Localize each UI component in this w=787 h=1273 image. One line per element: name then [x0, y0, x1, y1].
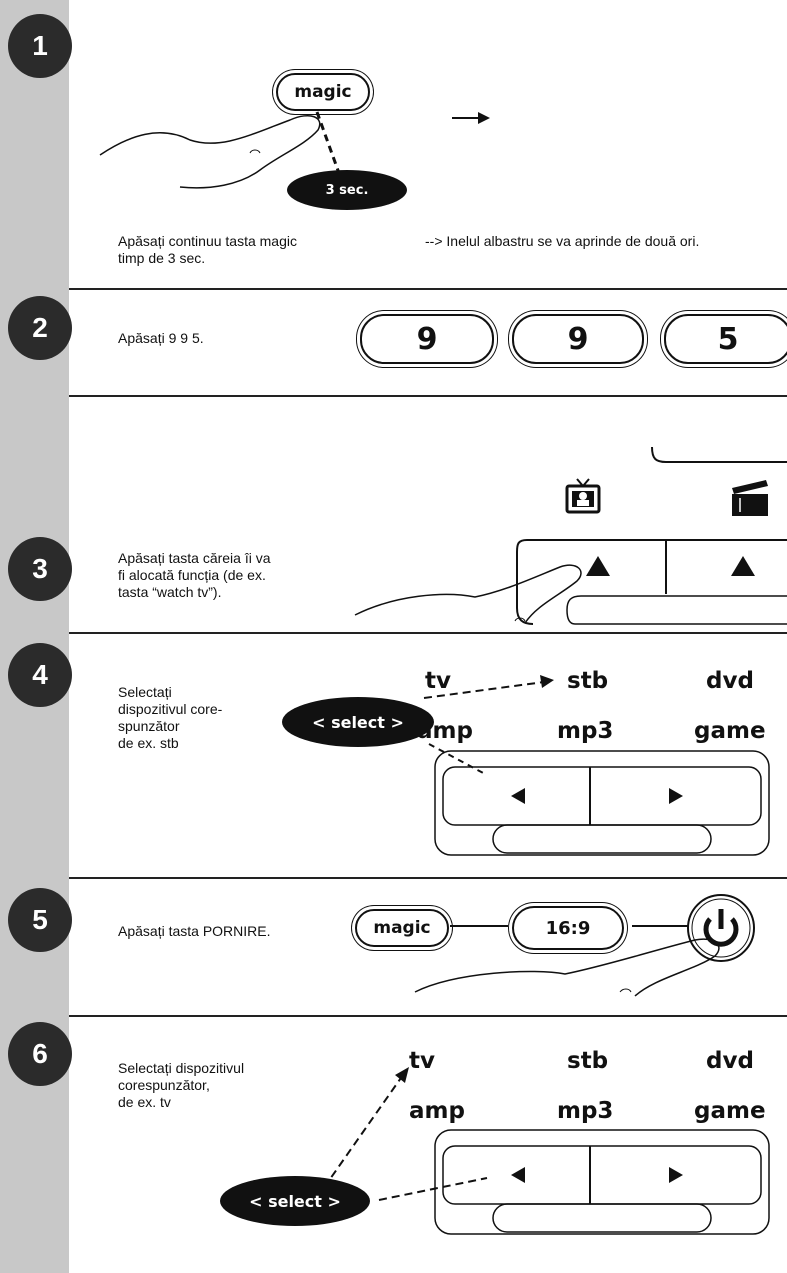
clapperboard-icon: [732, 480, 768, 516]
key-5[interactable]: 5: [664, 314, 787, 364]
device-label-dvd[interactable]: dvd: [706, 1048, 754, 1074]
step-6-number: 6: [8, 1022, 72, 1086]
divider-5: [69, 1015, 787, 1017]
hand-pointer-icon: [99, 115, 321, 189]
step-6-instruction: Selectați dispozitivul corespunzător, de…: [118, 1060, 245, 1110]
step-2-instruction: Apăsați 9 9 5.: [118, 330, 204, 346]
device-label-amp[interactable]: amp: [409, 1098, 465, 1124]
remote-top-edge: [651, 446, 787, 463]
device-label-mp3[interactable]: mp3: [557, 718, 614, 744]
dashed-line-to-key: [378, 1177, 488, 1201]
tv-icon: [565, 478, 601, 514]
aspect-ratio-button[interactable]: 16:9: [512, 906, 624, 950]
divider-4: [69, 877, 787, 879]
step-1-result: --> Inelul albastru se va aprinde de dou…: [425, 233, 700, 249]
dashed-arrow-to-stb: [423, 675, 554, 699]
arrow-right-icon: [452, 112, 490, 124]
device-label-mp3[interactable]: mp3: [557, 1098, 614, 1124]
step-3-instruction: Apăsați tasta căreia îi va fi alocată fu…: [118, 550, 271, 600]
select-badge: < select >: [220, 1176, 370, 1226]
key-9-first[interactable]: 9: [360, 314, 494, 364]
navigation-keys[interactable]: [433, 749, 773, 861]
select-badge: < select >: [282, 697, 434, 747]
device-label-dvd[interactable]: dvd: [706, 668, 754, 694]
device-label-stb[interactable]: stb: [567, 1048, 609, 1074]
step-4-instruction: Selectați dispozitivul core- spunzător d…: [118, 684, 223, 751]
step-3-number: 3: [8, 537, 72, 601]
duration-badge: 3 sec.: [287, 170, 407, 210]
step-1-number: 1: [8, 14, 72, 78]
device-label-stb[interactable]: stb: [567, 668, 609, 694]
hand-pointer-icon: [414, 938, 720, 997]
device-label-tv[interactable]: tv: [409, 1048, 435, 1074]
magic-button[interactable]: magic: [276, 73, 370, 111]
magic-button[interactable]: magic: [355, 909, 449, 947]
device-label-game[interactable]: game: [694, 718, 766, 744]
divider-3: [69, 632, 787, 634]
power-icon[interactable]: [686, 893, 756, 963]
device-label-game[interactable]: game: [694, 1098, 766, 1124]
connector-line: [450, 925, 690, 927]
divider-2: [69, 395, 787, 397]
step-2-number: 2: [8, 296, 72, 360]
device-label-tv[interactable]: tv: [425, 668, 451, 694]
hand-pointer-icon: [354, 564, 582, 624]
step-5-number: 5: [8, 888, 72, 952]
key-9-second[interactable]: 9: [512, 314, 644, 364]
divider-1: [69, 288, 787, 290]
navigation-keys[interactable]: [433, 1128, 773, 1240]
step-1-instruction: Apăsați continuu tasta magic timp de 3 s…: [118, 233, 297, 266]
step-5-instruction: Apăsați tasta PORNIRE.: [118, 923, 271, 939]
step-4-number: 4: [8, 643, 72, 707]
